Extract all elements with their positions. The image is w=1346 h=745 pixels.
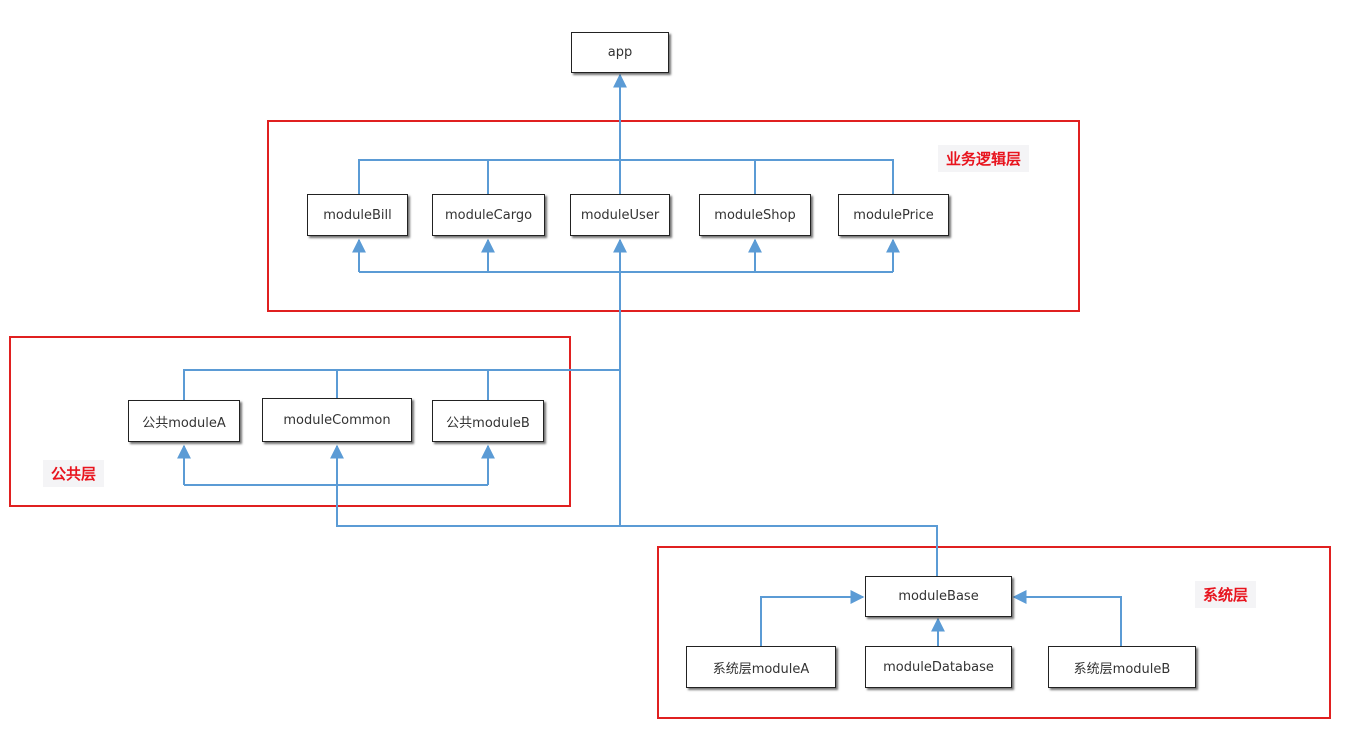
edge-base-up	[330, 444, 938, 576]
system-layer-region	[657, 546, 1331, 719]
edge-common-layer-to-user	[183, 369, 620, 402]
node-module-shop: moduleShop	[699, 194, 811, 236]
node-module-cargo: moduleCargo	[432, 194, 545, 236]
node-common-module-a: 公共moduleA	[128, 400, 240, 442]
node-app: app	[571, 32, 669, 73]
node-module-common: moduleCommon	[262, 398, 412, 442]
edge-business-to-app	[358, 159, 894, 196]
node-module-price: modulePrice	[838, 194, 949, 236]
edge-sysB-to-base	[1012, 590, 1122, 646]
business-layer-region	[267, 120, 1080, 312]
node-system-module-b: 系统层moduleB	[1048, 646, 1196, 688]
system-layer-label: 系统层	[1195, 581, 1257, 608]
node-system-module-a: 系统层moduleA	[686, 646, 836, 688]
node-common-module-b: 公共moduleB	[432, 400, 544, 442]
node-module-base: moduleBase	[865, 576, 1012, 617]
common-layer-label: 公共层	[43, 460, 105, 487]
business-layer-label: 业务逻辑层	[938, 145, 1030, 172]
node-module-database: moduleDatabase	[865, 646, 1012, 688]
node-module-user: moduleUser	[570, 194, 670, 236]
edge-sysA-to-base	[760, 590, 865, 646]
common-layer-region	[9, 336, 571, 507]
node-module-bill: moduleBill	[307, 194, 408, 236]
